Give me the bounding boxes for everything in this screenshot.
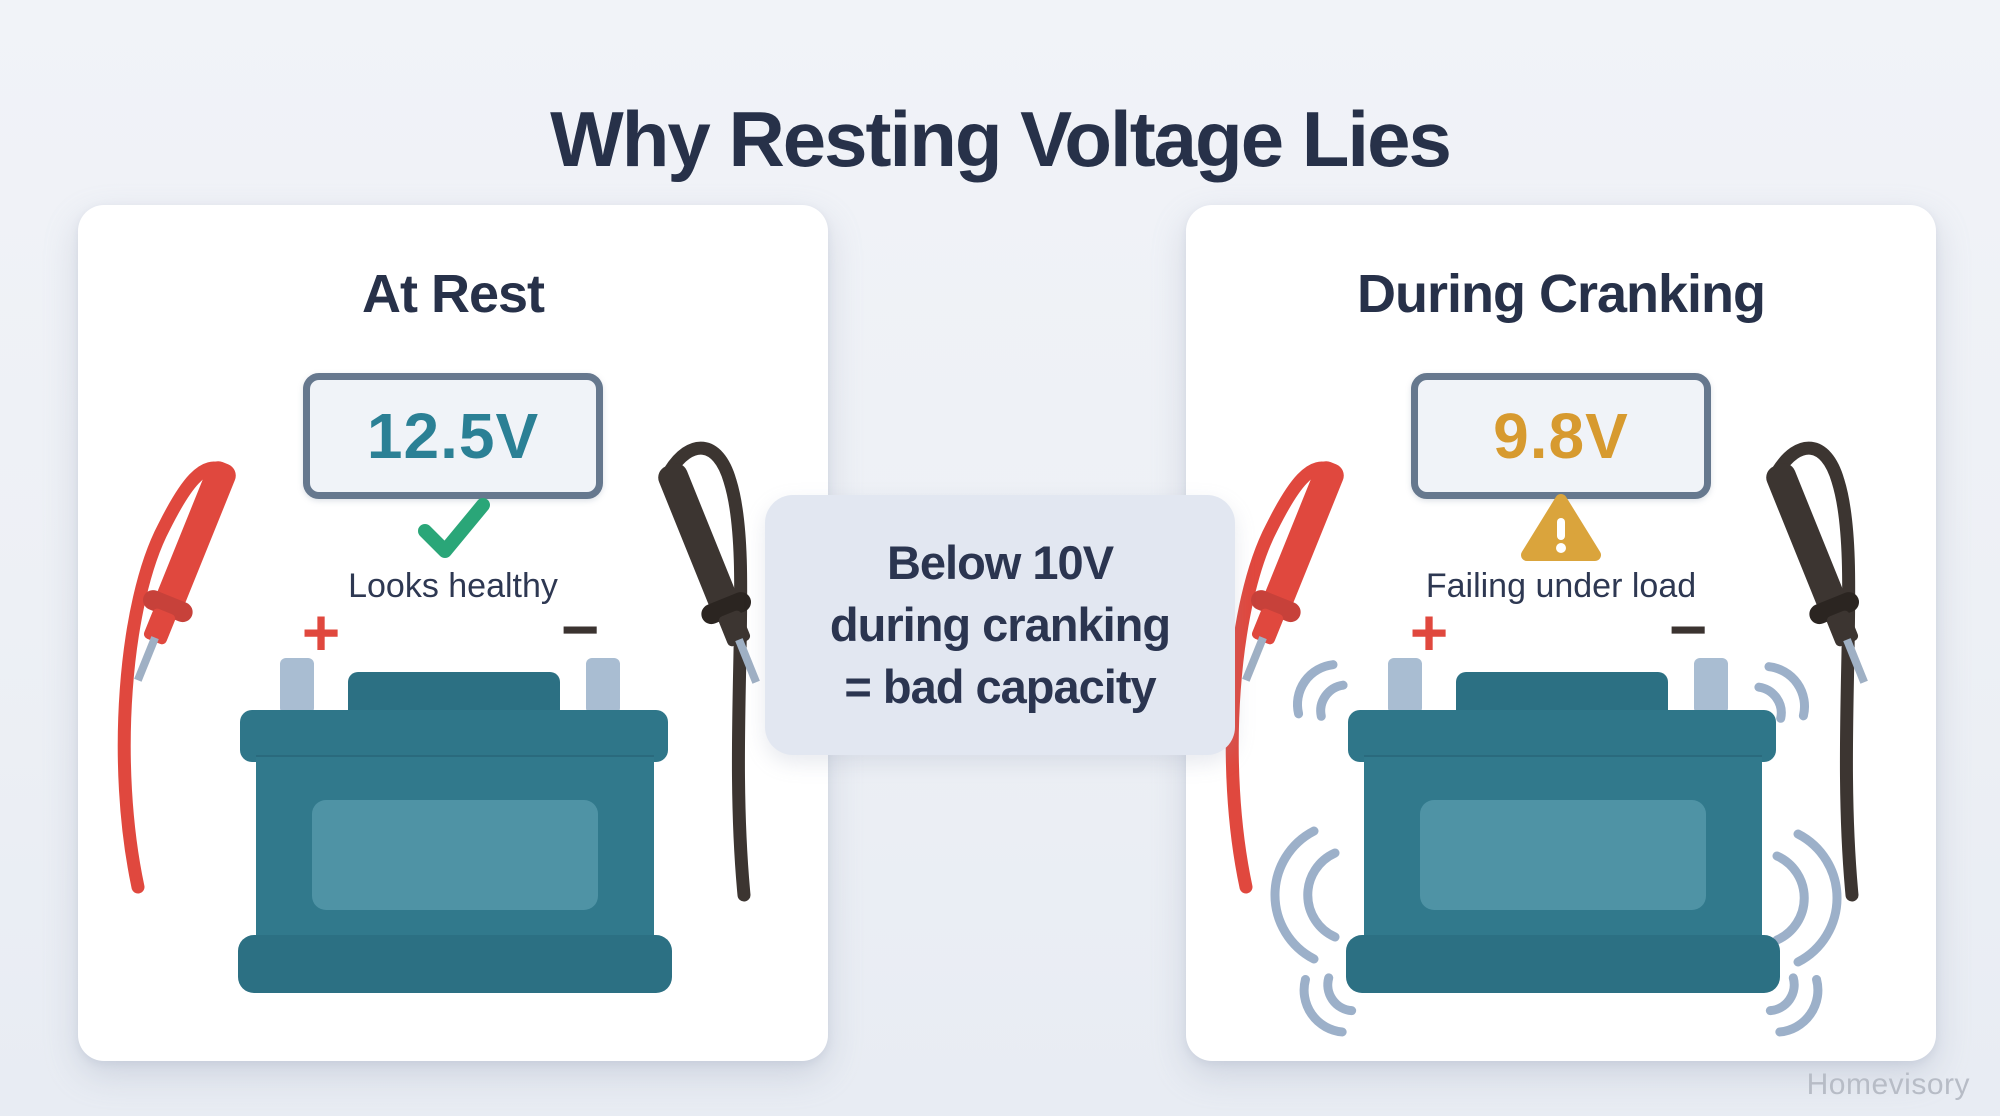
vibration-arcs [1270, 660, 1842, 1037]
minus-sign: − [1668, 592, 1708, 666]
panel-heading-during-cranking: During Cranking [1356, 264, 1766, 324]
check-icon [418, 498, 490, 558]
panel-at-rest: At Rest 12.5V Looks healthy + − [78, 205, 828, 1061]
panel-during-cranking: During Cranking 9.8V Failing under load … [1186, 205, 1936, 1061]
battery-icon [238, 658, 672, 993]
center-note-line: Below 10V [886, 535, 1114, 589]
voltage-display: 9.8V [1411, 373, 1711, 499]
battery-terminal-positive [280, 658, 314, 714]
center-note-line: during cranking [829, 597, 1171, 651]
center-note: Below 10V during cranking = bad capacity [765, 495, 1235, 755]
red-probe [1225, 461, 1344, 894]
battery-multimeter-illustration-at-rest [117, 441, 760, 993]
center-note-line: = bad capacity [844, 660, 1156, 714]
battery-terminal-negative [586, 658, 620, 714]
warning-icon [1521, 494, 1601, 561]
status-text: Looks healthy [348, 567, 558, 605]
voltage-value: 9.8V [1493, 400, 1629, 472]
battery-terminal-negative [1694, 658, 1728, 714]
minus-sign: − [560, 592, 600, 666]
watermark: Homevisory [1806, 1068, 1970, 1101]
battery-terminal-positive [1388, 658, 1422, 714]
voltage-display: 12.5V [303, 373, 603, 499]
black-probe [658, 441, 760, 902]
status-text: Failing under load [1425, 567, 1697, 605]
battery-multimeter-illustration-cranking [1225, 441, 1868, 1037]
panel-heading-at-rest: At Rest [361, 264, 545, 324]
page-title: Why Resting Voltage Lies [550, 95, 1452, 184]
plus-sign: + [301, 595, 341, 669]
battery-icon [1346, 658, 1780, 993]
voltage-value: 12.5V [366, 400, 540, 472]
black-probe [1766, 441, 1868, 902]
plus-sign: + [1409, 595, 1449, 669]
red-probe [117, 461, 236, 894]
